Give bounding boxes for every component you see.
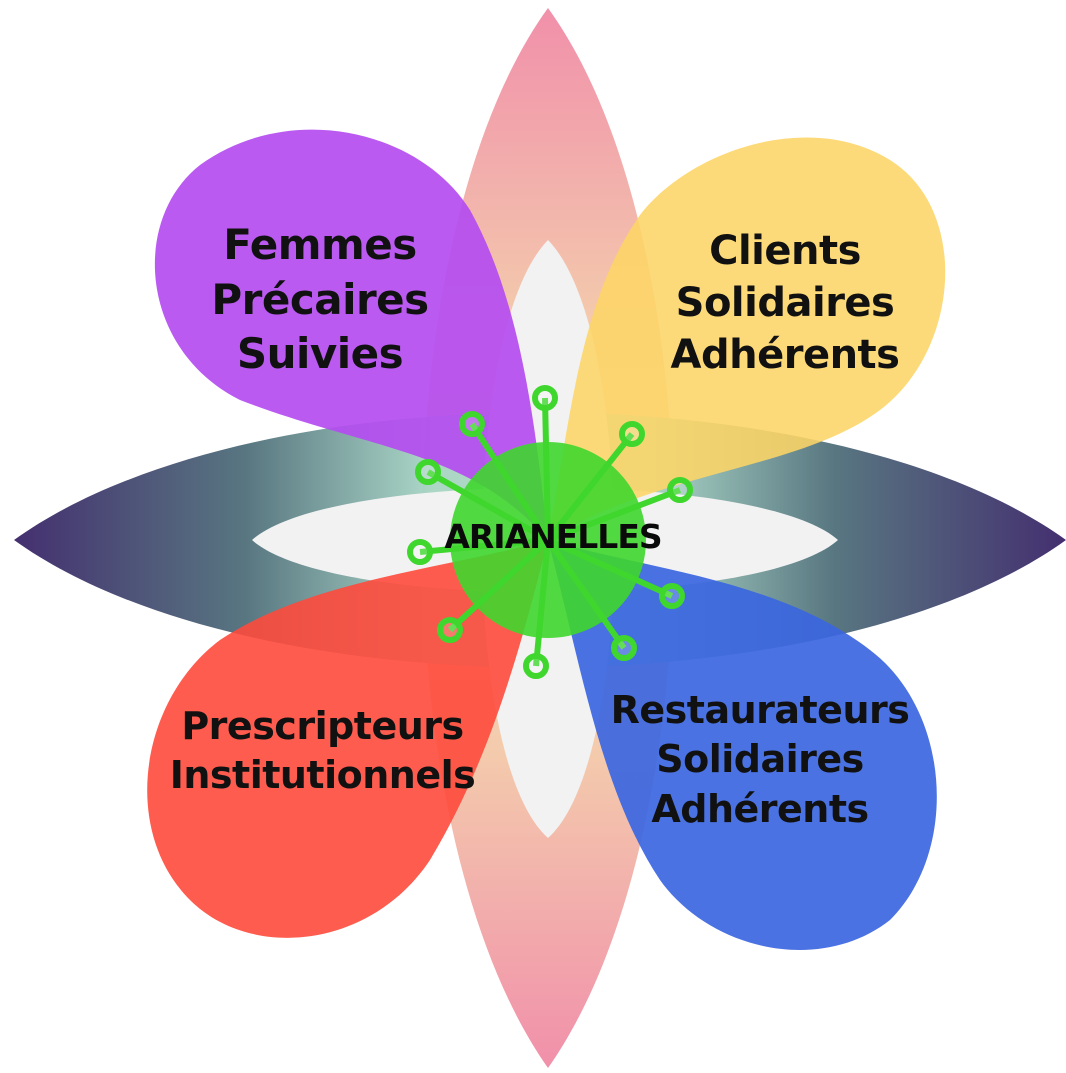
label-line: Restaurateurs [610, 688, 910, 732]
label-clients-solidaires-adherents: Clients Solidaires Adhérents [625, 225, 945, 381]
network-node [659, 583, 685, 609]
petal-bottom-right [548, 540, 937, 950]
label-line: Solidaires [656, 737, 864, 782]
network-node [667, 477, 693, 503]
network-node [459, 411, 485, 437]
network-node [523, 653, 549, 679]
center-network-icon [407, 385, 693, 679]
label-femmes-precaires-suivies: Femmes Précaires Suivies [170, 218, 470, 382]
center-title: ARIANELLES [444, 517, 662, 556]
network-node [532, 385, 558, 411]
petal-top-left [154, 129, 548, 540]
network-node [437, 617, 463, 643]
label-line: Adhérents [651, 786, 869, 831]
label-line: Solidaires [675, 280, 895, 326]
label-restaurateurs-solidaires-adherents: Restaurateurs Solidaires Adhérents [585, 686, 935, 834]
label-line: Adhérents [670, 332, 900, 378]
petal-top-right [548, 137, 946, 541]
label-line: Précaires [211, 274, 429, 324]
label-prescripteurs-institutionnels: Prescripteurs Institutionnels [150, 702, 495, 801]
network-node [611, 635, 637, 661]
network-node [619, 421, 645, 447]
network-node [415, 459, 441, 485]
label-line: Suivies [236, 329, 404, 379]
network-node [407, 539, 433, 565]
label-line: Institutionnels [169, 753, 476, 798]
label-line: Prescripteurs [181, 704, 464, 748]
label-line: Femmes [223, 220, 417, 269]
label-line: Clients [709, 228, 861, 274]
